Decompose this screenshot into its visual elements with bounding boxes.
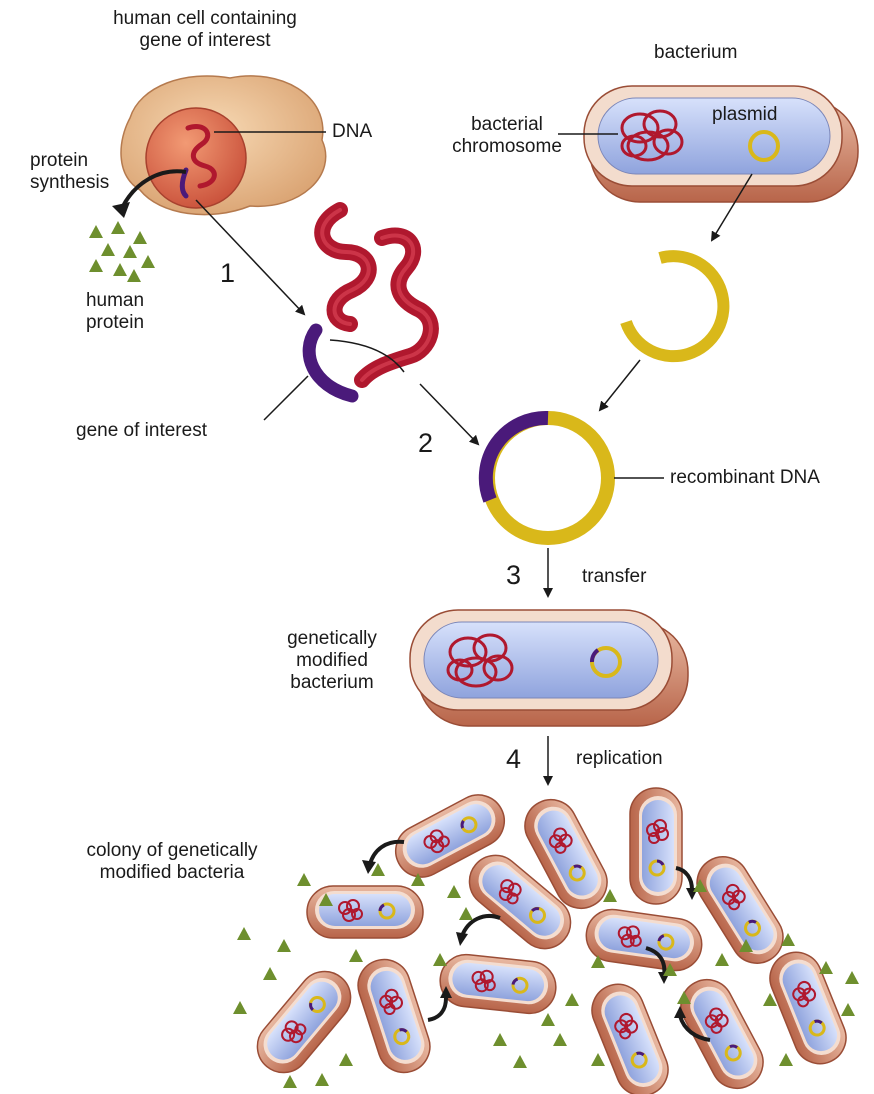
label-bacterial-chromosome: bacterial chromosome <box>440 114 574 158</box>
gm-bacterium <box>410 610 688 726</box>
label-dna: DNA <box>332 121 372 143</box>
extracted-dna <box>309 210 431 396</box>
human-cell <box>121 76 326 215</box>
recombinant-dna <box>486 418 608 538</box>
gene-leader <box>264 376 308 420</box>
label-plasmid: plasmid <box>712 104 777 126</box>
cut-plasmid <box>626 256 723 356</box>
step-number-1: 1 <box>220 258 235 288</box>
label-gm-bacterium: genetically modified bacterium <box>262 628 402 694</box>
label-human-cell: human cell containing gene of interest <box>72 8 338 52</box>
step-number-3: 3 <box>506 560 521 590</box>
label-human-protein: human protein <box>70 290 160 334</box>
label-replication: replication <box>576 748 663 770</box>
human-protein-triangles <box>89 221 155 282</box>
plasmid-join-arrow <box>600 360 640 410</box>
label-transfer: transfer <box>582 566 646 588</box>
step-number-2: 2 <box>418 428 433 458</box>
label-colony: colony of genetically modified bacteria <box>22 840 322 884</box>
step-number-4: 4 <box>506 744 521 774</box>
step-1-arrow <box>196 200 304 314</box>
label-protein-synthesis: protein synthesis <box>30 150 109 194</box>
bacteria-colony <box>247 786 854 1094</box>
label-bacterium: bacterium <box>654 42 737 64</box>
label-recombinant-dna: recombinant DNA <box>670 467 820 489</box>
label-gene-of-interest: gene of interest <box>76 420 207 442</box>
